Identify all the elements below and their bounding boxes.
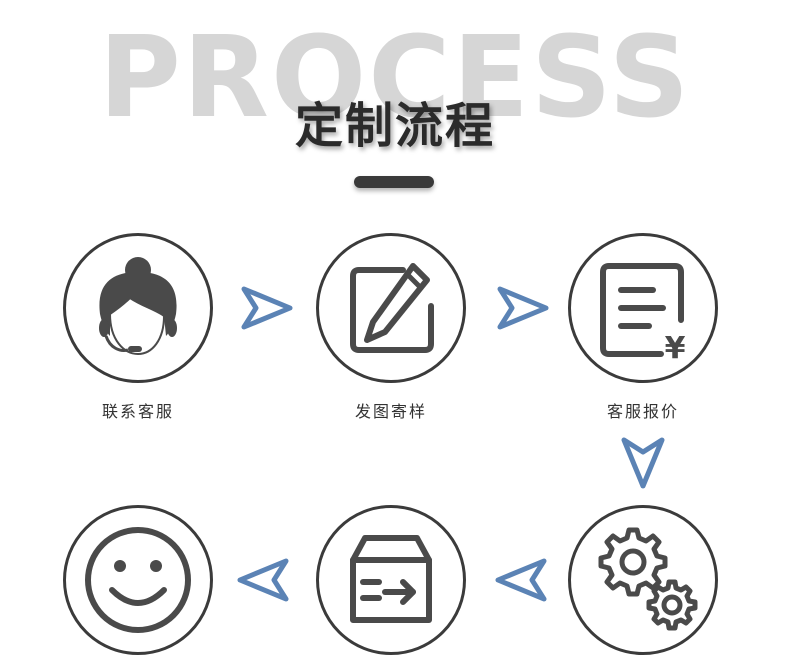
- arrow-left-icon: [237, 558, 289, 602]
- customer-service-icon: [99, 257, 177, 356]
- step-quote: ¥: [568, 233, 718, 383]
- step-customer-service: [63, 233, 213, 383]
- step-complete: [63, 505, 213, 655]
- arrow-right-icon: [241, 286, 293, 330]
- title-underline: [354, 176, 434, 188]
- step-production: [568, 505, 718, 655]
- step-label-quote: 客服报价: [606, 402, 679, 421]
- shipping-box-icon: [350, 535, 432, 623]
- step-label-send-sample: 发图寄样: [354, 402, 427, 421]
- background-word: PROCESS: [98, 13, 692, 143]
- arrow-down-icon: [621, 437, 665, 489]
- step-shipping: [316, 505, 466, 655]
- edit-icon: [350, 263, 434, 353]
- svg-text:¥: ¥: [665, 331, 686, 366]
- arrow-left-icon: [495, 558, 547, 602]
- quote-icon: ¥: [600, 263, 686, 366]
- step-send-sample: [316, 233, 466, 383]
- step-label-customer-service: 联系客服: [101, 402, 174, 421]
- smiley-icon: [85, 527, 191, 633]
- arrow-right-icon: [497, 286, 549, 330]
- page-title: 定制流程: [294, 98, 495, 154]
- gears-icon: [598, 527, 698, 631]
